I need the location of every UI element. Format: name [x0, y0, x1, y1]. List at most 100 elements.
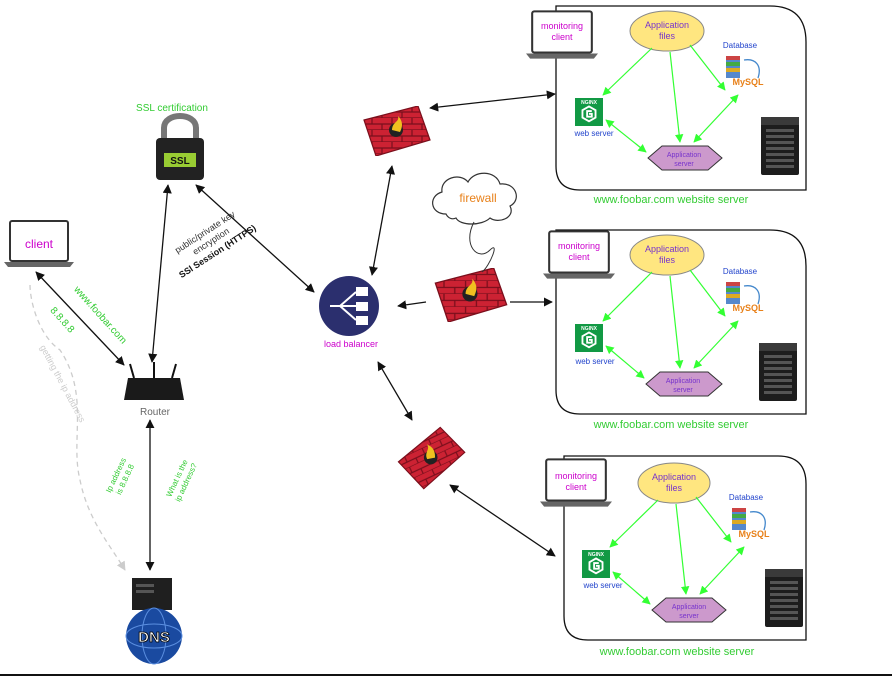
- monitoring-label-2: client: [568, 252, 590, 262]
- files-to-webserver: [602, 47, 653, 96]
- application-files[interactable]: [629, 234, 705, 276]
- firewall-3-icon: [392, 421, 472, 495]
- app-server-label-1: Application: [667, 152, 701, 159]
- dns-query-path: [29, 284, 126, 571]
- application-files[interactable]: [637, 462, 711, 504]
- server-2-container: [555, 229, 807, 415]
- firewall3-server3-link: [449, 484, 556, 557]
- client-label: client: [25, 237, 54, 251]
- application-server[interactable]: [651, 597, 727, 623]
- files-to-database: [695, 496, 732, 543]
- dns-server[interactable]: DNS: [125, 578, 183, 665]
- web-server-label: web server: [582, 581, 622, 590]
- server-1-container: [555, 5, 807, 191]
- mysql-label: MySQL: [732, 77, 764, 87]
- dns-label: DNS: [138, 629, 170, 646]
- application-files[interactable]: [629, 10, 705, 52]
- files-to-webserver: [602, 271, 653, 322]
- files-to-database: [689, 269, 726, 317]
- ssl-lock-text: SSL: [170, 156, 189, 167]
- monitoring-label-2: client: [551, 32, 573, 42]
- application-server[interactable]: [645, 371, 723, 397]
- app-files-label-1: Application: [645, 244, 689, 254]
- server-caption: www.foobar.com website server: [599, 646, 755, 658]
- dns-query-label: getting the ip address: [38, 343, 87, 424]
- monitoring-client-2[interactable]: monitoring client: [543, 230, 615, 280]
- appserver-database-link: [693, 94, 739, 143]
- nginx-badge: NGINX: [581, 326, 598, 332]
- ssl-loadbalancer-link: [195, 184, 315, 293]
- app-files-label-1: Application: [645, 20, 689, 30]
- mysql-label: MySQL: [738, 529, 770, 539]
- database-label: Database: [729, 493, 764, 502]
- router-icon[interactable]: [124, 362, 184, 400]
- server-caption: www.foobar.com website server: [593, 419, 749, 431]
- web-server-label: web server: [573, 129, 613, 138]
- database-icon: [731, 507, 766, 531]
- firewall-3: [392, 421, 472, 495]
- nginx-badge: NGINX: [588, 552, 605, 558]
- server-3-container: [563, 455, 807, 641]
- app-files-label-1: Application: [652, 472, 696, 482]
- database-label: Database: [723, 41, 758, 50]
- appserver-database-link: [699, 546, 745, 595]
- website-server-1: monitoring client Application files Data…: [526, 5, 807, 206]
- ssl-router-link: [148, 184, 172, 363]
- nginx-badge: NGINX: [581, 100, 598, 106]
- client-router-link: [35, 271, 125, 366]
- server-tower-icon: [759, 343, 797, 401]
- firewall-cloud: firewall: [432, 172, 517, 273]
- router-label: Router: [140, 407, 171, 418]
- mysql-label: MySQL: [732, 303, 764, 313]
- client-laptop[interactable]: client: [4, 220, 74, 268]
- domain-link-label: www.foobar.com: [71, 284, 129, 347]
- firewall-1-icon: [363, 106, 431, 156]
- monitoring-label-1: monitoring: [555, 471, 597, 481]
- webserver-appserver-link: [605, 345, 645, 379]
- application-server[interactable]: [647, 145, 723, 171]
- web-server-label: web server: [574, 357, 614, 366]
- firewall1-server1-link: [429, 90, 556, 112]
- server-tower-icon: [765, 569, 803, 627]
- files-to-webserver: [609, 499, 659, 548]
- app-server-label-2: server: [679, 613, 699, 620]
- monitoring-label-1: monitoring: [541, 21, 583, 31]
- database-icon: [725, 55, 760, 79]
- files-to-appserver: [675, 503, 690, 595]
- session-label: public/private key encryption SSl Sessio…: [173, 209, 258, 280]
- appserver-database-link: [693, 320, 739, 369]
- database-label: Database: [723, 267, 758, 276]
- files-to-appserver: [669, 275, 684, 369]
- files-to-database: [689, 44, 726, 91]
- monitoring-label-2: client: [565, 482, 587, 492]
- load-balancer[interactable]: [319, 276, 379, 336]
- ssl-lock-icon: SSL: [156, 113, 204, 180]
- monitoring-client-1[interactable]: monitoring client: [526, 10, 598, 60]
- lb-firewall1-link: [369, 165, 395, 276]
- app-files-label-2: files: [659, 255, 676, 265]
- database-icon: [725, 281, 760, 305]
- lb-firewall3-link: [377, 361, 413, 421]
- monitoring-client-3[interactable]: monitoring client: [540, 458, 612, 508]
- firewall-2-icon: [434, 268, 508, 322]
- webserver-appserver-link: [605, 119, 647, 153]
- firewall-label: firewall: [459, 191, 496, 205]
- dns-tower-icon: [132, 578, 172, 610]
- app-files-label-2: files: [666, 483, 683, 493]
- files-to-appserver: [669, 51, 684, 143]
- app-server-label-2: server: [673, 387, 693, 394]
- website-server-2: monitoring client Application files Data…: [543, 229, 807, 431]
- app-server-label-1: Application: [666, 378, 700, 385]
- app-server-label-1: Application: [672, 604, 706, 611]
- app-server-label-2: server: [674, 161, 694, 168]
- website-server-3: monitoring client Application files Data…: [540, 455, 807, 658]
- ssl-title: SSL certification: [136, 103, 208, 114]
- server-caption: www.foobar.com website server: [593, 194, 749, 206]
- app-files-label-2: files: [659, 31, 676, 41]
- globe-icon: [126, 608, 182, 664]
- monitoring-label-1: monitoring: [558, 241, 600, 251]
- lb-firewall2-link: [397, 300, 427, 310]
- dns-answer-label: Ip address is 8.8.8.8: [104, 456, 136, 496]
